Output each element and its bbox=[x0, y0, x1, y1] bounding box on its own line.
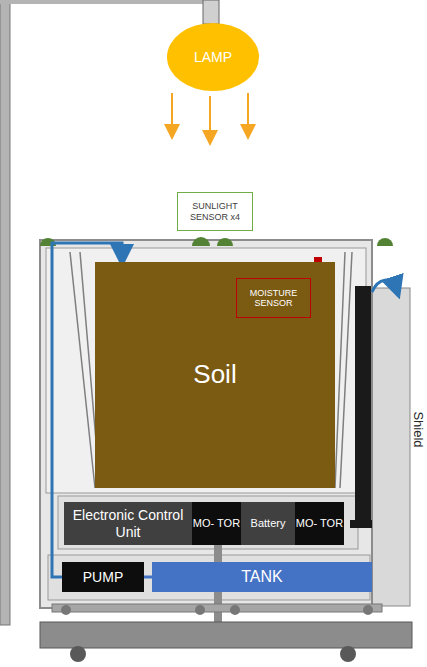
node-text: MO- TOR bbox=[296, 517, 343, 530]
motor-box: MO- TOR bbox=[295, 502, 344, 545]
control-unit: Electronic Control Unit bbox=[64, 502, 192, 545]
lamp-bulb: LAMP bbox=[166, 22, 260, 92]
sensor-box: SUNLIGHT SENSOR x4 bbox=[177, 192, 253, 231]
pump-box: PUMP bbox=[62, 562, 144, 592]
node-text: Battery bbox=[251, 517, 286, 530]
node-text: Electronic Control Unit bbox=[66, 507, 190, 539]
node-text: Soil bbox=[193, 360, 236, 390]
soil-block: Soil MOISTURE SENSOR bbox=[95, 262, 335, 488]
water-pipe bbox=[144, 576, 152, 579]
node-text: PUMP bbox=[83, 569, 123, 585]
node-text: MOISTURE SENSOR bbox=[239, 288, 308, 309]
node-text: TANK bbox=[241, 568, 282, 586]
node-text: LAMP bbox=[194, 49, 232, 65]
tank-box: TANK bbox=[152, 562, 372, 592]
node-text: SUNLIGHT SENSOR x4 bbox=[180, 201, 250, 222]
motor-box: MO- TOR bbox=[192, 502, 241, 545]
sensor-label: MOISTURE SENSOR bbox=[236, 278, 311, 318]
node-text: MO- TOR bbox=[193, 517, 240, 530]
part-label: Shield bbox=[411, 405, 426, 455]
battery-box: Battery bbox=[241, 502, 295, 545]
